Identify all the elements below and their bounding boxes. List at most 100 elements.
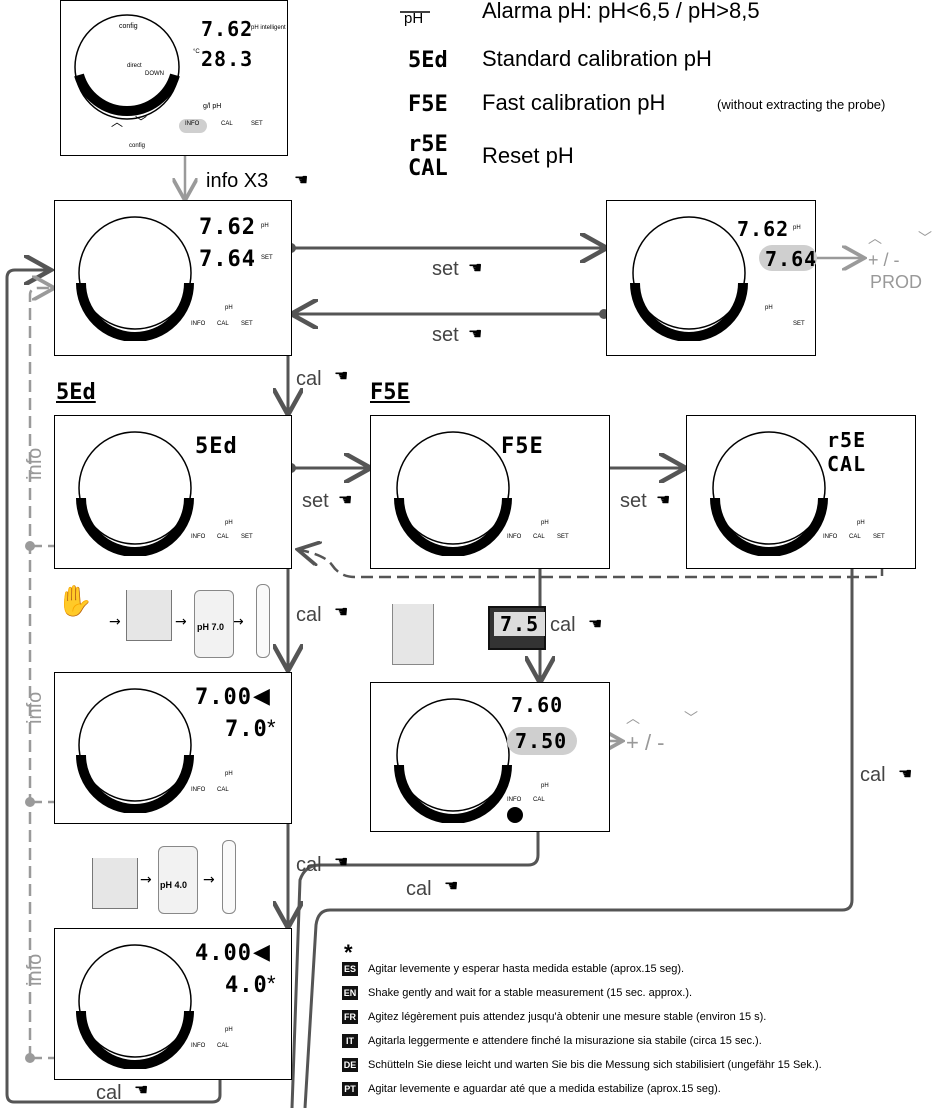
flag-en: EN (342, 986, 358, 1000)
cal-label-7: cal (96, 1082, 122, 1105)
cal4-btn-info[interactable]: INFO (191, 1043, 205, 1049)
top-btn-cal[interactable]: CAL (221, 121, 233, 127)
info-value-set-unit: SET (261, 255, 273, 261)
set-value-ph: 7.62 (737, 217, 789, 241)
top-config-label: config (129, 143, 145, 149)
dial-label-direct: direct (127, 63, 142, 69)
info-value-set: 7.64 (199, 247, 256, 272)
fst-btn-info[interactable]: INFO (507, 534, 521, 540)
rst-display-2: CAL (827, 452, 866, 476)
panel-std: 5Ed pH INFO CAL SET (54, 415, 292, 569)
legend-fst-suffix: (without extracting the probe) (717, 97, 885, 112)
legend-rst-code2: CAL (408, 156, 448, 181)
rst-display-1: r5E (827, 428, 866, 452)
fst-btn-cal[interactable]: CAL (533, 534, 545, 540)
top-btn-set[interactable]: SET (251, 121, 263, 127)
std-btn-set[interactable]: SET (241, 534, 253, 540)
rst-unit: pH (857, 520, 865, 526)
hand-icon: ☚ (294, 170, 308, 190)
fst-display: F5E (501, 434, 544, 459)
note-en-text: Shake gently and wait for a stable measu… (368, 987, 692, 999)
cal7-btn-cal[interactable]: CAL (217, 787, 229, 793)
arrow-left-icon: ◀ (253, 939, 270, 965)
info-x3-label: info X3 (206, 170, 268, 193)
note-de-text: Schütteln Sie diese leicht und warten Si… (368, 1059, 822, 1071)
dial-label-down: DOWN (145, 71, 164, 77)
hand-icon: ☚ (468, 258, 482, 278)
probe-display-value: 7.5 (494, 612, 545, 636)
std-btn-cal[interactable]: CAL (217, 534, 229, 540)
bottle-ph7-label: pH 7.0 (197, 622, 224, 632)
cal-label-4: cal (860, 764, 886, 787)
header-std: 5Ed (56, 380, 96, 405)
hand-icon: ☚ (334, 852, 348, 872)
legend-std-text: Standard calibration pH (482, 46, 712, 72)
dial-icon (73, 426, 203, 556)
info-btn-cal[interactable]: CAL (217, 321, 229, 327)
top-value-temp-unit: °C (193, 49, 200, 55)
alarm-unit-label: pH (404, 10, 423, 27)
dial-icon (73, 211, 203, 341)
top-units-row: g/l pH (203, 103, 221, 110)
panel-rst: r5E CAL pH INFO CAL SET (686, 415, 916, 569)
flag-de: DE (342, 1058, 358, 1072)
cal7-btn-info[interactable]: INFO (191, 787, 205, 793)
note-de: DE Schütteln Sie diese leicht und warten … (342, 1058, 822, 1072)
svg-text:→: → (175, 614, 187, 630)
rst-btn-cal[interactable]: CAL (849, 534, 861, 540)
fast-btn-info[interactable]: INFO (507, 797, 521, 803)
set-set-label[interactable]: SET (793, 321, 805, 327)
top-value-ph: 7.62 (201, 17, 253, 41)
fst-unit: pH (541, 520, 549, 526)
cal-label-1: cal (296, 368, 322, 391)
top-down-arrow-icon[interactable]: ﹀ (135, 113, 147, 130)
top-up-arrow-icon[interactable]: ︿ (111, 113, 123, 130)
info-btn-info[interactable]: INFO (191, 321, 205, 327)
top-btn-info[interactable]: INFO (185, 121, 199, 127)
info-value-ph: 7.62 (199, 215, 256, 240)
cal4-unit: pH (225, 1027, 233, 1033)
fast-unit: pH (541, 783, 549, 789)
info-side-label-1: info (24, 448, 47, 480)
panel-fst: F5E pH INFO CAL SET (370, 415, 610, 569)
fst-btn-set[interactable]: SET (557, 534, 569, 540)
cal-label-6: cal (406, 878, 432, 901)
cal4-btn-cal[interactable]: CAL (217, 1043, 229, 1049)
hand-icon: ☚ (334, 602, 348, 622)
fast-info-dot[interactable] (507, 807, 523, 823)
fast-down-arrow-icon: ﹀ (684, 708, 698, 728)
svg-text:→: → (109, 614, 121, 630)
fast-up-arrow-icon: ︿ (626, 708, 640, 728)
flag-it: IT (342, 1034, 358, 1048)
flag-fr: FR (342, 1010, 358, 1024)
panel-cal-7: 7.00 ◀ 7.0 * pH INFO CAL (54, 672, 292, 824)
cal7-unit: pH (225, 771, 233, 777)
legend-rst-code: r5E (408, 132, 448, 157)
hand-icon: ☚ (898, 764, 912, 784)
note-fr-text: Agitez légèrement puis attendez jusqu'à … (368, 1011, 766, 1023)
fast-btn-cal[interactable]: CAL (533, 797, 545, 803)
hand-icon: ☚ (338, 490, 352, 510)
std-unit: pH (225, 520, 233, 526)
probe-icon (222, 840, 236, 914)
cal7-value-1: 7.00 (195, 685, 252, 710)
dial-icon (73, 939, 203, 1069)
prod-label: PROD (870, 272, 922, 293)
hand-icon: ☚ (468, 324, 482, 344)
info-btn-set[interactable]: SET (241, 321, 253, 327)
bottle-ph4-label: pH 4.0 (160, 880, 187, 890)
rst-btn-set[interactable]: SET (873, 534, 885, 540)
cal-label-5: cal (296, 854, 322, 877)
prod-plus-minus: + / - (868, 250, 900, 271)
hand-icon: ☚ (334, 366, 348, 386)
info-side-label-3: info (24, 954, 47, 986)
std-btn-info[interactable]: INFO (191, 534, 205, 540)
cal-label-2: cal (296, 604, 322, 627)
rst-btn-info[interactable]: INFO (823, 534, 837, 540)
prod-down-arrow-icon: ﹀ (918, 228, 932, 248)
info-side-label-2: info (24, 692, 47, 724)
panel-main-display: config direct DOWN 7.62 pH intelligent 2… (60, 0, 288, 156)
set-label-3: set (302, 490, 329, 513)
